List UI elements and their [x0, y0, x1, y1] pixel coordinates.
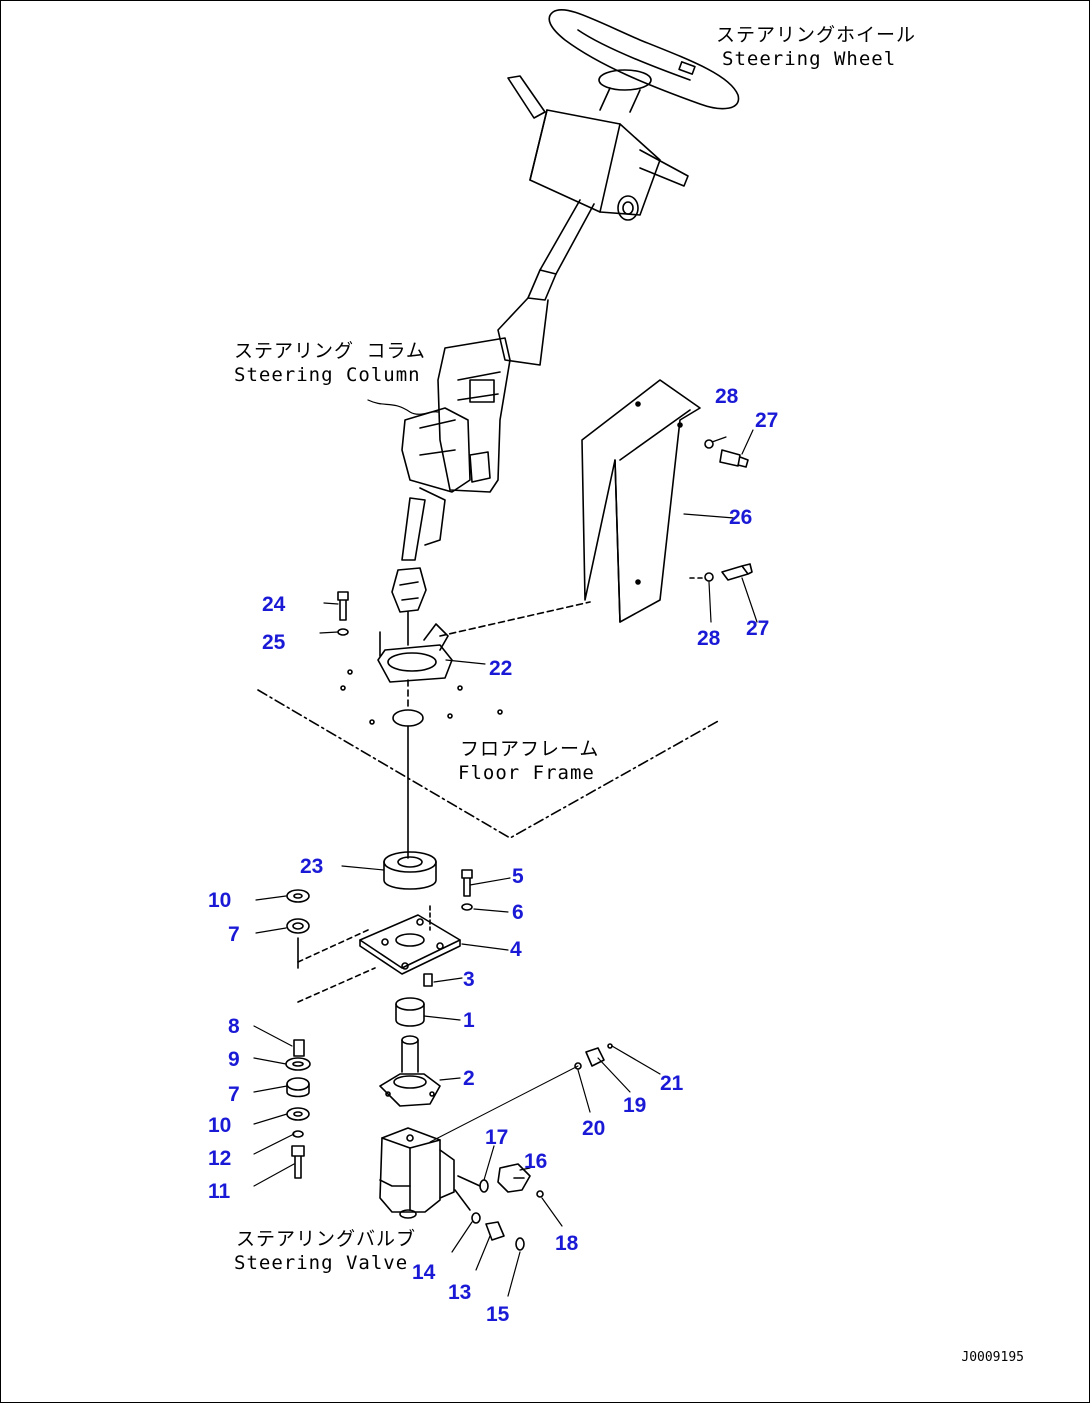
callout-7b: 7: [228, 1083, 240, 1106]
callout-23: 23: [300, 855, 324, 878]
callout-7a: 7: [228, 923, 240, 946]
leader-lines: [253, 429, 758, 1297]
callout-9: 9: [228, 1048, 240, 1071]
steering-column-caption-ja: ステアリング コラム: [234, 340, 426, 362]
steering-wheel-caption-ja: ステアリングホイール: [716, 24, 917, 46]
steering-column-caption-en: Steering Column: [234, 364, 421, 386]
bushing-column-drawing: [379, 997, 441, 1107]
steering-valve-caption-en: Steering Valve: [234, 1252, 409, 1274]
callout-8: 8: [228, 1015, 240, 1038]
floor-frame-drawing: [257, 601, 721, 859]
callout-17: 17: [485, 1126, 509, 1149]
callout-15: 15: [486, 1303, 510, 1326]
cover-panel-drawing: [581, 379, 701, 623]
washer-stack-drawing: [285, 889, 311, 1179]
callout-10a: 10: [208, 889, 232, 912]
fasteners-26: [689, 439, 753, 582]
spacer-23-drawing: [383, 851, 437, 890]
steering-wheel-drawing: [548, 8, 740, 113]
steering-valve-drawing: [379, 1065, 579, 1219]
callout-28a: 28: [715, 385, 739, 408]
callout-5: 5: [512, 865, 524, 888]
callout-12: 12: [208, 1147, 232, 1170]
fasteners-24-25: [337, 591, 349, 636]
callout-16: 16: [524, 1150, 548, 1173]
callout-2: 2: [463, 1067, 475, 1090]
floor-frame-caption-en: Floor Frame: [458, 762, 595, 784]
callout-24: 24: [262, 593, 286, 616]
steering-column-body-drawing: [367, 337, 511, 613]
callout-11: 11: [208, 1180, 231, 1203]
plate-4-drawing: [297, 869, 473, 1003]
callout-21: 21: [660, 1072, 684, 1095]
callout-26: 26: [729, 506, 753, 529]
callout-22: 22: [489, 657, 513, 680]
callout-10b: 10: [208, 1114, 232, 1137]
callout-20: 20: [582, 1117, 606, 1140]
callout-13: 13: [448, 1281, 472, 1304]
callout-14: 14: [412, 1261, 436, 1284]
callout-6: 6: [512, 901, 524, 924]
steering-valve-caption-ja: ステアリングバルブ: [236, 1228, 417, 1250]
callout-19: 19: [623, 1094, 647, 1117]
steering-wheel-caption-en: Steering Wheel: [722, 48, 897, 70]
callout-27b: 27: [746, 617, 770, 640]
fittings-drawing: [454, 1043, 613, 1251]
callout-27a: 27: [755, 409, 779, 432]
callout-4: 4: [510, 938, 522, 961]
steering-column-upper-drawing: [497, 75, 689, 366]
callout-25: 25: [262, 631, 286, 654]
callout-3: 3: [463, 968, 475, 991]
floor-frame-caption-ja: フロアフレーム: [460, 738, 600, 760]
callout-28b: 28: [697, 627, 721, 650]
drawing-id: J0009195: [961, 1350, 1024, 1365]
callout-18: 18: [555, 1232, 579, 1255]
callout-1: 1: [463, 1009, 475, 1032]
